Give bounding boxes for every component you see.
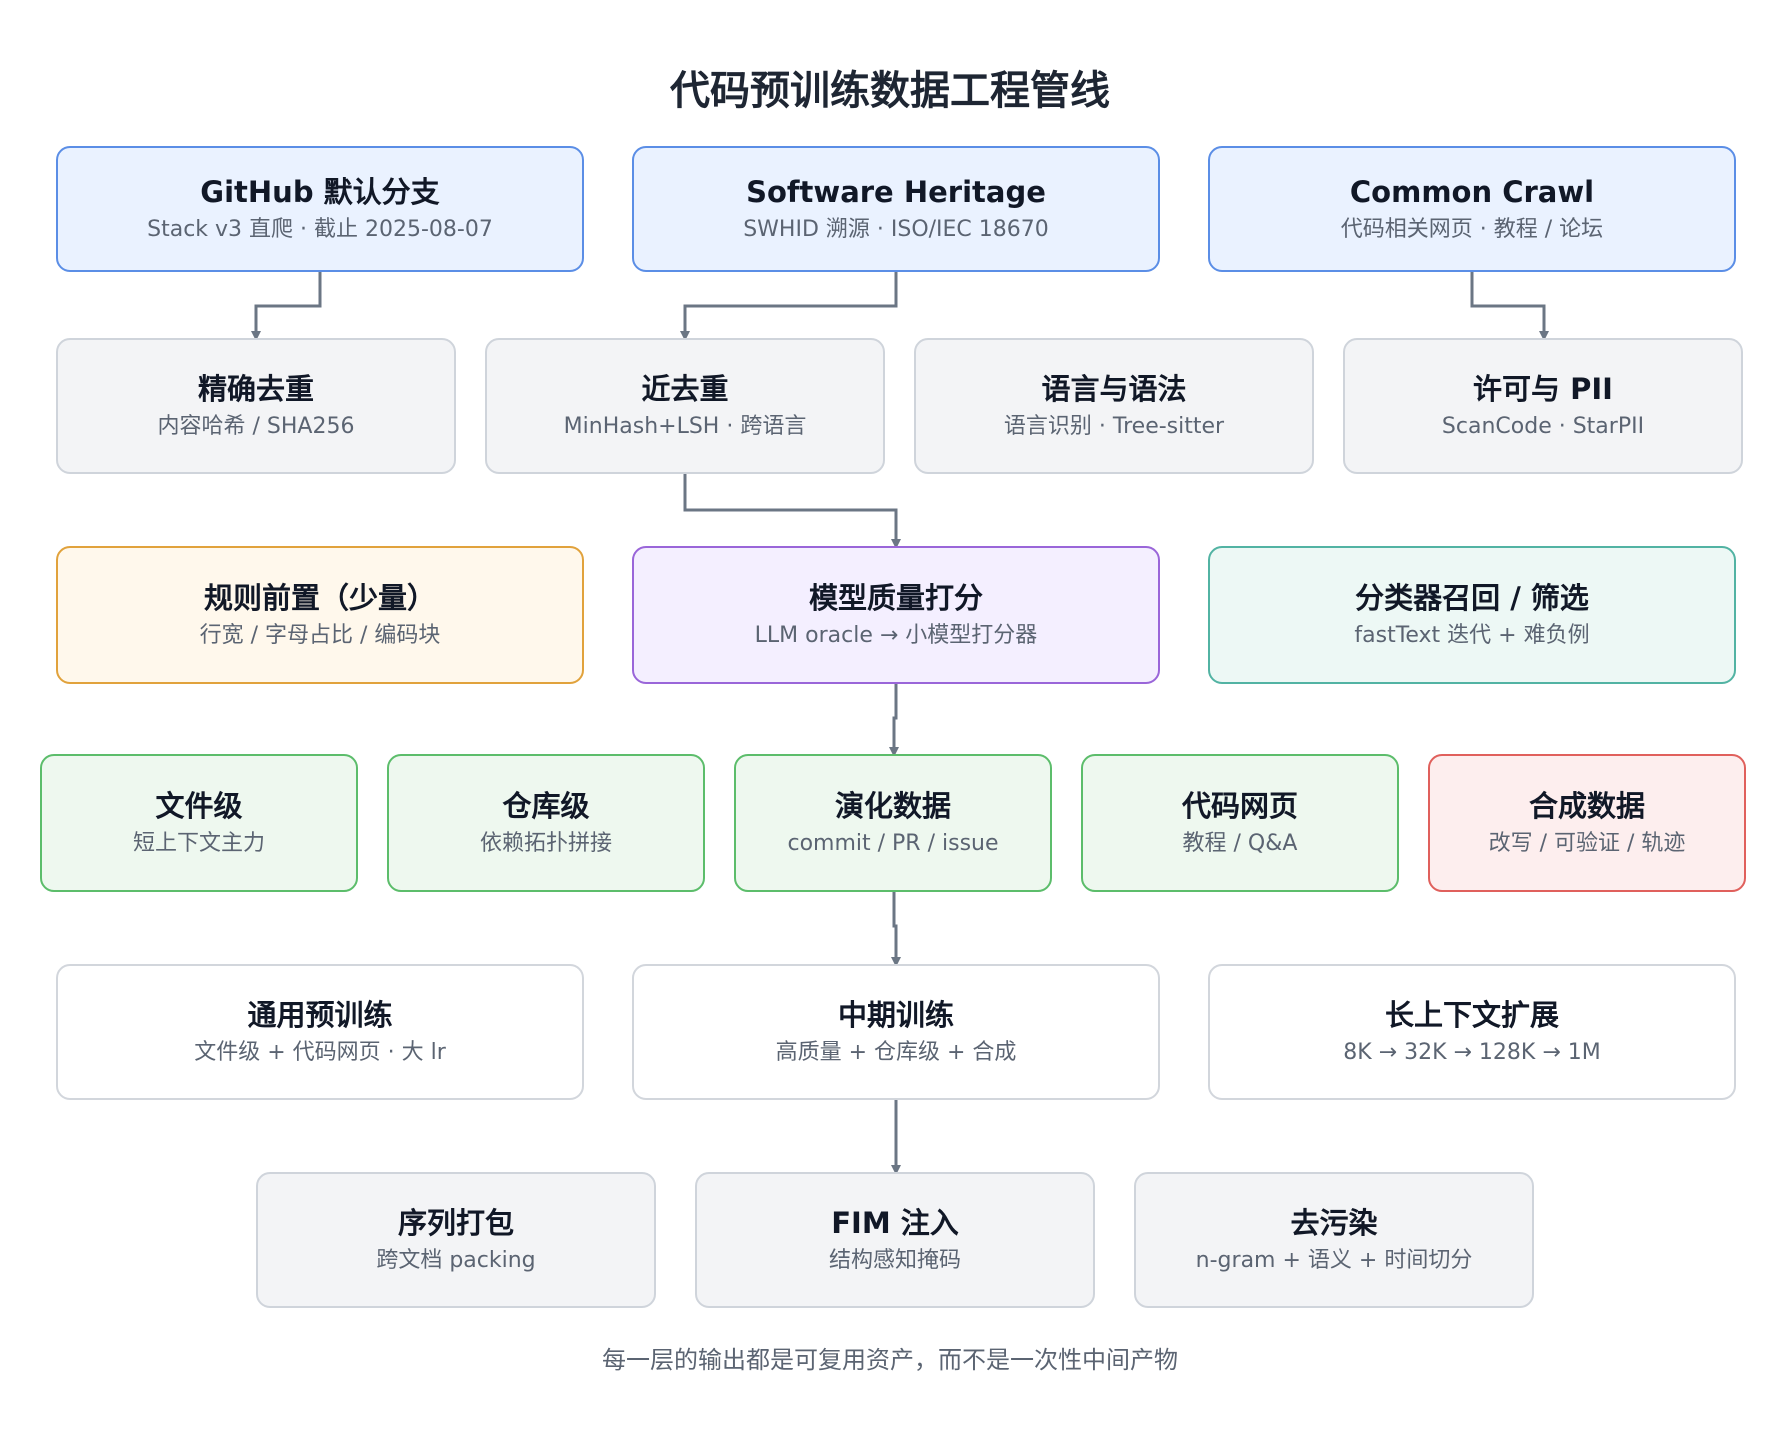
footer-note: 每一层的输出都是可复用资产，而不是一次性中间产物: [602, 1346, 1178, 1374]
node-title: 代码网页: [1181, 789, 1298, 823]
node-title: 合成数据: [1528, 789, 1645, 823]
arrow-heritage-to-near-dedup: [680, 272, 898, 341]
language-syntax: 语言与语法 语言识别 · Tree-sitter: [914, 338, 1314, 474]
rule-prefilter: 规则前置（少量） 行宽 / 字母占比 / 编码块: [56, 546, 584, 684]
node-title: Software Heritage: [746, 175, 1046, 209]
sequence-packing: 序列打包 跨文档 packing: [256, 1172, 656, 1308]
arrow-commoncrawl-to-license: [1470, 272, 1549, 341]
pool-evolution-data: 演化数据 commit / PR / issue: [734, 754, 1052, 892]
node-title: 精确去重: [197, 372, 314, 406]
classifier-recall-filter: 分类器召回 / 筛选 fastText 迭代 + 难负例: [1208, 546, 1736, 684]
node-title: 序列打包: [397, 1206, 514, 1240]
source-github: GitHub 默认分支 Stack v3 直爬 · 截止 2025-08-07: [56, 146, 584, 272]
node-subtitle: 依赖拓扑拼接: [479, 831, 612, 856]
stage-general-pretraining: 通用预训练 文件级 + 代码网页 · 大 lr: [56, 964, 584, 1100]
node-subtitle: 短上下文主力: [132, 831, 265, 856]
arrow-github-to-exact-dedup: [251, 272, 322, 341]
node-title: 中期训练: [837, 998, 954, 1032]
node-subtitle: 内容哈希 / SHA256: [157, 414, 355, 439]
source-common-crawl: Common Crawl 代码相关网页 · 教程 / 论坛: [1208, 146, 1736, 272]
node-title: 演化数据: [834, 789, 951, 823]
node-subtitle: 改写 / 可验证 / 轨迹: [1488, 831, 1686, 856]
node-title: GitHub 默认分支: [200, 175, 440, 209]
node-subtitle: ScanCode · StarPII: [1441, 414, 1645, 439]
pool-code-web: 代码网页 教程 / Q&A: [1081, 754, 1399, 892]
diagram-title: 代码预训练数据工程管线: [670, 68, 1110, 114]
node-subtitle: commit / PR / issue: [787, 831, 999, 856]
node-title: 文件级: [155, 789, 243, 823]
node-title: Common Crawl: [1349, 175, 1595, 209]
pool-synthetic-data: 合成数据 改写 / 可验证 / 轨迹: [1428, 754, 1746, 892]
node-subtitle: 文件级 + 代码网页 · 大 lr: [194, 1040, 446, 1065]
node-subtitle: 高质量 + 仓库级 + 合成: [775, 1040, 1017, 1065]
node-title: 规则前置（少量）: [203, 581, 436, 615]
node-subtitle: SWHID 溯源 · ISO/IEC 18670: [743, 217, 1049, 242]
near-dedup: 近去重 MinHash+LSH · 跨语言: [485, 338, 885, 474]
node-title: 通用预训练: [247, 998, 393, 1032]
fim-injection: FIM 注入 结构感知掩码: [695, 1172, 1095, 1308]
node-title: 许可与 PII: [1473, 372, 1613, 406]
model-quality-scoring: 模型质量打分 LLM oracle → 小模型打分器: [632, 546, 1160, 684]
node-subtitle: MinHash+LSH · 跨语言: [563, 414, 807, 439]
stage-mid-training: 中期训练 高质量 + 仓库级 + 合成: [632, 964, 1160, 1100]
node-subtitle: 8K → 32K → 128K → 1M: [1343, 1040, 1601, 1065]
pool-file-level: 文件级 短上下文主力: [40, 754, 358, 892]
pool-repo-level: 仓库级 依赖拓扑拼接: [387, 754, 705, 892]
node-subtitle: 代码相关网页 · 教程 / 论坛: [1340, 217, 1604, 242]
exact-dedup: 精确去重 内容哈希 / SHA256: [56, 338, 456, 474]
decontamination: 去污染 n-gram + 语义 + 时间切分: [1134, 1172, 1534, 1308]
node-title: 长上下文扩展: [1384, 998, 1559, 1032]
node-subtitle: Stack v3 直爬 · 截止 2025-08-07: [147, 217, 493, 242]
node-title: FIM 注入: [831, 1206, 959, 1240]
node-subtitle: n-gram + 语义 + 时间切分: [1195, 1248, 1473, 1273]
node-subtitle: 行宽 / 字母占比 / 编码块: [199, 623, 441, 648]
node-subtitle: fastText 迭代 + 难负例: [1354, 623, 1590, 648]
node-subtitle: LLM oracle → 小模型打分器: [754, 623, 1038, 648]
node-subtitle: 语言识别 · Tree-sitter: [1003, 414, 1225, 439]
node-subtitle: 教程 / Q&A: [1182, 831, 1298, 856]
stage-long-context: 长上下文扩展 8K → 32K → 128K → 1M: [1208, 964, 1736, 1100]
node-subtitle: 跨文档 packing: [376, 1248, 536, 1273]
license-pii: 许可与 PII ScanCode · StarPII: [1343, 338, 1743, 474]
node-title: 去污染: [1290, 1206, 1378, 1240]
node-title: 模型质量打分: [808, 581, 983, 615]
source-software-heritage: Software Heritage SWHID 溯源 · ISO/IEC 186…: [632, 146, 1160, 272]
node-subtitle: 结构感知掩码: [828, 1248, 961, 1273]
node-title: 仓库级: [502, 789, 590, 823]
node-title: 语言与语法: [1041, 372, 1187, 406]
node-title: 分类器召回 / 筛选: [1355, 581, 1589, 615]
arrow-near-dedup-to-model-score: [683, 474, 901, 549]
node-title: 近去重: [641, 372, 729, 406]
arrow-evolution-to-midtraining: [891, 892, 901, 967]
arrow-model-score-to-evolution: [889, 684, 899, 757]
